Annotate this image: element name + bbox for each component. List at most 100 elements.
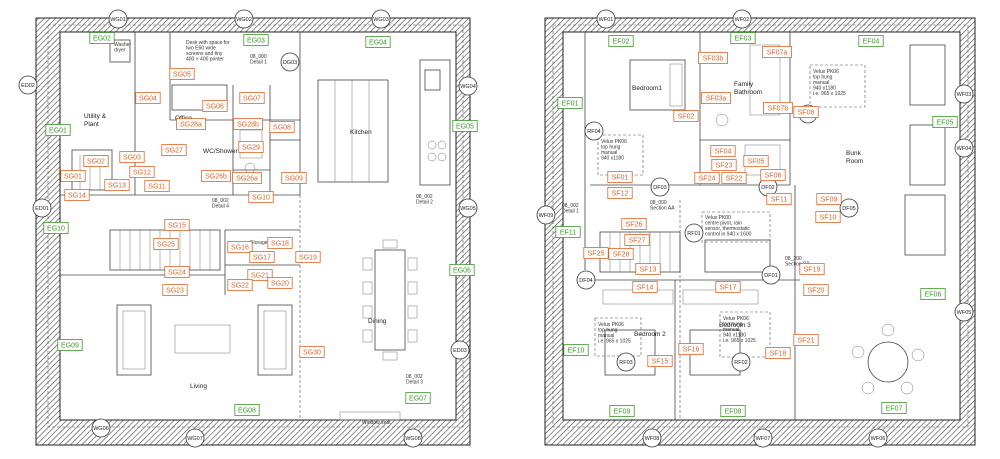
tag-label: SF08 — [798, 110, 815, 117]
window-wf08: WF08 — [642, 428, 662, 448]
tag-sf11: SF11 — [766, 193, 792, 205]
tag-sg20: SG20 — [267, 277, 293, 289]
room-utility: Utility &Plant — [84, 113, 107, 128]
window-label: RF02 — [734, 360, 747, 366]
tag-label: SG15 — [168, 223, 186, 230]
tag-ef04: EF04 — [858, 35, 884, 47]
tag-label: EG07 — [409, 396, 427, 403]
tag-label: SG10 — [252, 195, 270, 202]
window-label: DF02 — [761, 185, 774, 191]
first-outer-wall — [544, 17, 976, 446]
tag-sg01: SG01 — [60, 170, 86, 182]
tag-label: SF03b — [703, 56, 724, 63]
tag-sf18: SF18 — [765, 347, 791, 359]
tag-label: SF14 — [637, 285, 654, 292]
window-label: DF03 — [653, 185, 666, 191]
tag-sf28: SF28 — [608, 248, 634, 260]
ground-insulation-line — [47, 24, 464, 428]
tag-sg03: SG03 — [119, 151, 145, 163]
tag-sf07b: SF07b — [763, 102, 793, 114]
tag-sf21: SF21 — [793, 334, 819, 346]
tag-label: SF11 — [771, 197, 787, 204]
tag-sg07: SG07 — [239, 92, 265, 104]
tag-label: SG28a — [180, 122, 202, 129]
ground-living-sofas — [116, 304, 293, 376]
tag-ef01: EF01 — [557, 97, 583, 109]
tag-label: SG11 — [148, 184, 165, 191]
tag-label: SF28 — [613, 252, 630, 259]
window-label: WF08 — [645, 436, 660, 442]
tag-label: SG27 — [165, 148, 183, 155]
tag-label: SF15 — [652, 359, 669, 366]
window-wg06: WG06 — [91, 418, 111, 438]
window-df04: DF04 — [576, 270, 596, 290]
tag-label: SF26 — [626, 222, 643, 229]
tag-label: EF06 — [925, 292, 942, 299]
tag-label: SF19 — [804, 267, 821, 274]
tag-eg03: EG03 — [243, 34, 269, 46]
note-storage: Storage — [250, 240, 268, 246]
tag-sg24: SG24 — [164, 266, 190, 278]
window-wg03: WG03 — [371, 9, 391, 29]
window-label: WG01 — [110, 17, 126, 23]
window-label: WF02 — [735, 17, 750, 23]
tag-sg15: SG15 — [164, 219, 190, 231]
tag-sg26a: SG26a — [232, 172, 262, 184]
tag-label: SG17 — [253, 255, 271, 262]
ground-kitchen — [317, 59, 451, 186]
tag-sf03b: SF03b — [698, 52, 728, 64]
tag-label: SF07a — [767, 50, 788, 57]
first-velux-boxes — [594, 64, 866, 358]
tag-label: SG20 — [271, 281, 289, 288]
tag-sg21: SG21 — [247, 269, 273, 281]
window-label: WF04 — [957, 146, 972, 152]
tag-sg25: SG25 — [153, 238, 179, 250]
window-ed02: ED02 — [18, 75, 38, 95]
tag-label: EF03 — [735, 36, 752, 43]
tag-eg10: EG10 — [43, 222, 69, 234]
window-label: WG07 — [187, 436, 203, 442]
tag-sg22: SG22 — [227, 279, 253, 291]
window-label: ED03 — [453, 348, 467, 354]
room-bedroom2: Bedroom 2 — [634, 331, 666, 338]
tag-label: SG12 — [133, 170, 151, 177]
tag-label: EF11 — [560, 230, 576, 237]
window-wg08: WG08 — [403, 428, 423, 448]
tag-label: SG13 — [108, 183, 126, 190]
ground-floor-plan — [35, 17, 471, 446]
window-rf02: RF02 — [731, 352, 751, 372]
window-rf01: RF01 — [684, 223, 704, 243]
tag-label: EG03 — [247, 38, 265, 45]
tag-sf01: SF01 — [607, 171, 633, 183]
tag-label: SG07 — [243, 96, 261, 103]
window-label: RF01 — [687, 231, 700, 237]
window-label: DF01 — [764, 273, 777, 279]
window-wf02: WF02 — [732, 9, 752, 29]
tag-sf07a: SF07a — [762, 46, 792, 58]
tag-label: SF09 — [821, 197, 838, 204]
tag-label: SF03a — [706, 96, 727, 103]
ground-stairs — [109, 229, 221, 271]
tag-label: SG28b — [237, 122, 259, 129]
tag-label: EF04 — [863, 39, 880, 46]
tag-sg28a: SG28a — [176, 118, 206, 130]
tag-label: SG26b — [205, 174, 227, 181]
tag-ef08: EF08 — [720, 405, 746, 417]
window-label: WF07 — [756, 436, 771, 442]
tag-label: EG05 — [456, 124, 474, 131]
window-seat — [339, 411, 401, 421]
tag-label: EF09 — [614, 409, 631, 416]
tag-eg02: EG02 — [89, 32, 115, 44]
tag-sf19: SF19 — [799, 263, 825, 275]
tag-sg19: SG19 — [295, 251, 321, 263]
tag-label: EG02 — [93, 36, 111, 43]
window-wg05: WG05 — [458, 198, 478, 218]
tag-label: EF02 — [613, 39, 630, 46]
tag-label: SG21 — [251, 273, 269, 280]
tag-label: SG08 — [273, 125, 291, 132]
